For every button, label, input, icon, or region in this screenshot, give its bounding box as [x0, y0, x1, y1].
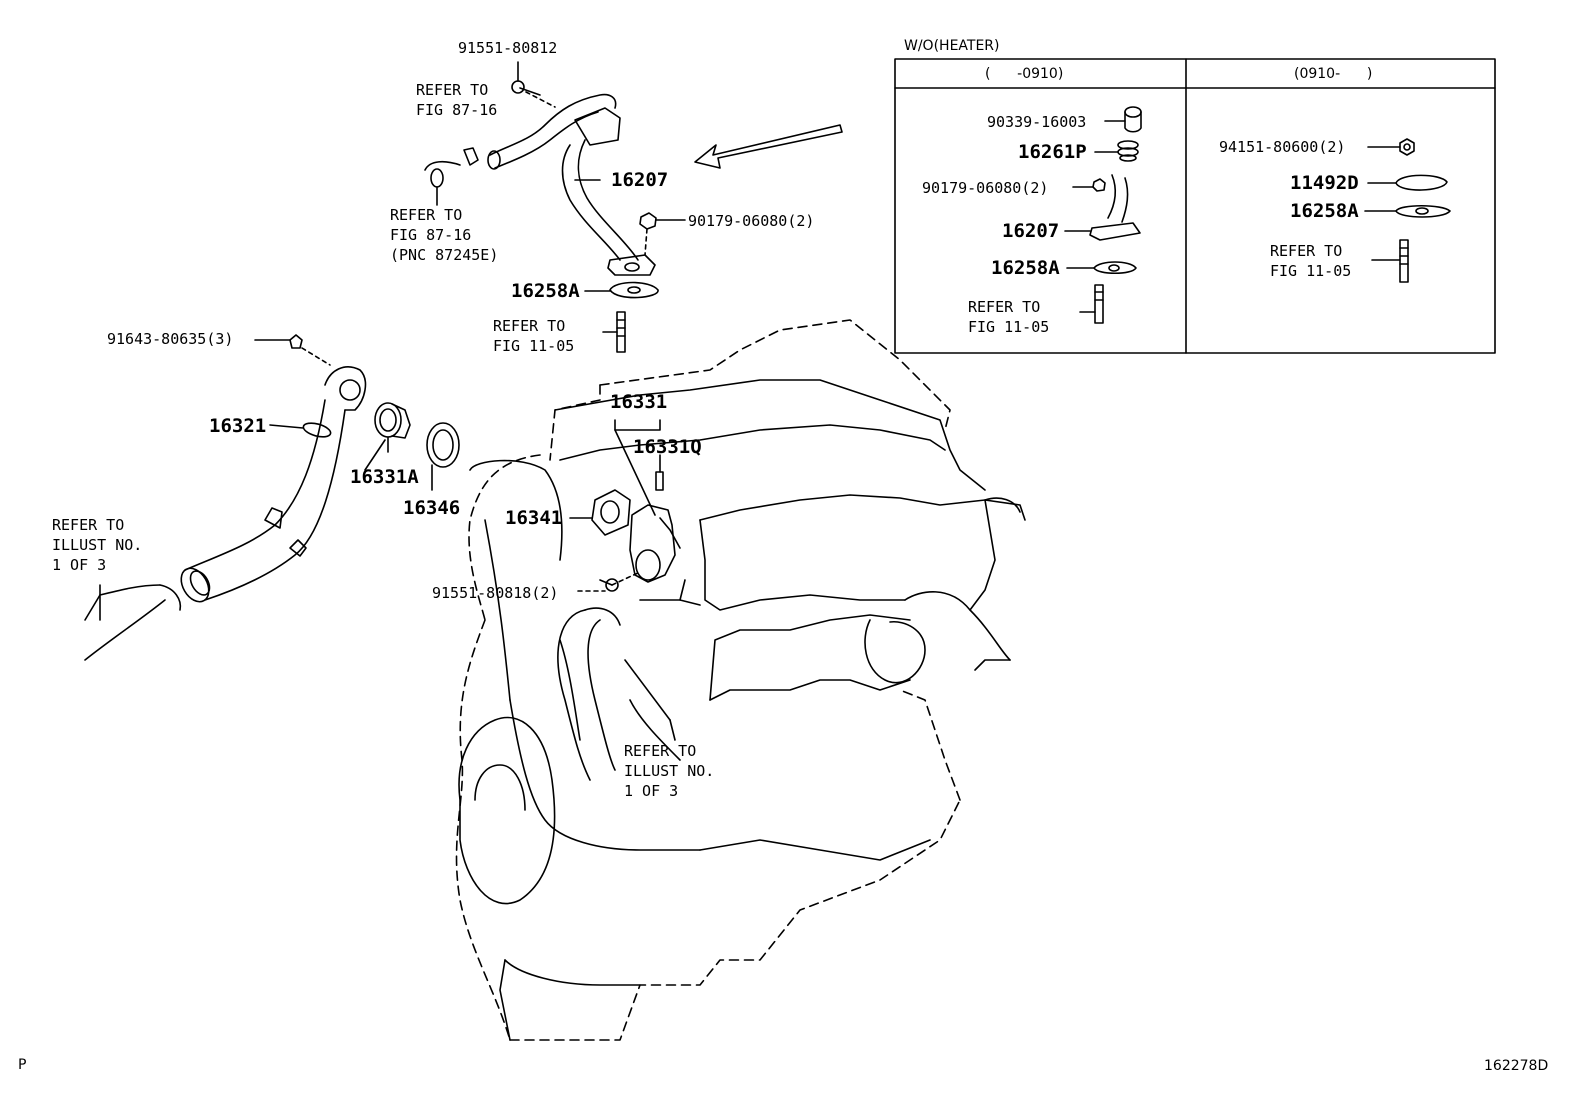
inset-label-16207: 16207	[1002, 220, 1060, 242]
bolt-91551-80818	[578, 572, 640, 591]
label-16207: 16207	[611, 169, 669, 191]
label-refer-fig-87-16-b: REFER TO FIG 87-16 (PNC 87245E)	[390, 206, 499, 264]
inset-right-parts	[1365, 139, 1450, 282]
center-lower-hose	[558, 608, 675, 780]
inset-col-left-header: ( -0910)	[985, 66, 1064, 82]
inset-grid	[895, 59, 1495, 353]
inset-title: W/O(HEATER)	[904, 38, 1000, 54]
bolt-91643	[255, 335, 330, 365]
label-16321: 16321	[209, 415, 267, 437]
gasket-16258a-main	[585, 283, 658, 298]
label-bolt-91551-80818: 91551-80818(2)	[432, 584, 559, 602]
engine-head	[555, 380, 1025, 700]
stud-main	[603, 312, 625, 352]
inset-label-90179: 90179-06080(2)	[922, 179, 1049, 197]
label-refer-fig-11-05: REFER TO FIG 11-05	[493, 317, 575, 355]
water-inlet-pipe	[176, 367, 366, 607]
footer-left: P	[18, 1057, 27, 1073]
bolt-91551-80812	[512, 62, 555, 107]
engine-block-outline	[457, 320, 960, 1040]
pointer-arrow	[695, 125, 842, 168]
water-outlet-housing	[615, 420, 680, 582]
inset-label-94151: 94151-80600(2)	[1219, 138, 1346, 156]
inset-label-refer-right: REFER TO FIG 11-05	[1270, 242, 1352, 280]
bypass-pipe-main	[488, 95, 655, 275]
label-16331a: 16331A	[350, 466, 419, 488]
thermostat	[375, 403, 410, 452]
gasket-16341	[570, 490, 630, 535]
inset-label-16261p: 16261P	[1018, 141, 1087, 163]
label-bolt-91643: 91643-80635(3)	[107, 330, 234, 348]
nut-90179	[640, 213, 685, 255]
inset-col-right-header: (0910- )	[1294, 66, 1373, 82]
label-refer-illust-left: REFER TO ILLUST NO. 1 OF 3	[52, 516, 143, 574]
inset-label-90339: 90339-16003	[987, 113, 1087, 131]
label-16258a: 16258A	[511, 280, 580, 302]
label-16331: 16331	[610, 391, 668, 413]
inset-label-refer-left: REFER TO FIG 11-05	[968, 298, 1050, 336]
hose-clamp-top	[425, 148, 478, 205]
label-16346: 16346	[403, 497, 461, 519]
inset-left-parts	[1065, 107, 1141, 323]
label-refer-illust-center: REFER TO ILLUST NO. 1 OF 3	[624, 742, 715, 800]
inset-label-11492d: 11492D	[1290, 172, 1359, 194]
label-16341: 16341	[505, 507, 563, 529]
left-hose	[85, 585, 180, 660]
engine-lower-block	[459, 461, 930, 1040]
label-bolt-91551-80812: 91551-80812	[458, 39, 558, 57]
leader-lines	[270, 88, 540, 470]
label-refer-fig-87-16-a: REFER TO FIG 87-16	[416, 81, 498, 119]
inset-label-16258a-left: 16258A	[991, 257, 1060, 279]
label-16331q: 16331Q	[633, 436, 702, 458]
gasket-ring	[427, 423, 459, 490]
inset-label-16258a-right: 16258A	[1290, 200, 1359, 222]
label-nut-90179: 90179-06080(2)	[688, 212, 815, 230]
footer-figure-id: 162278D	[1484, 1058, 1549, 1074]
